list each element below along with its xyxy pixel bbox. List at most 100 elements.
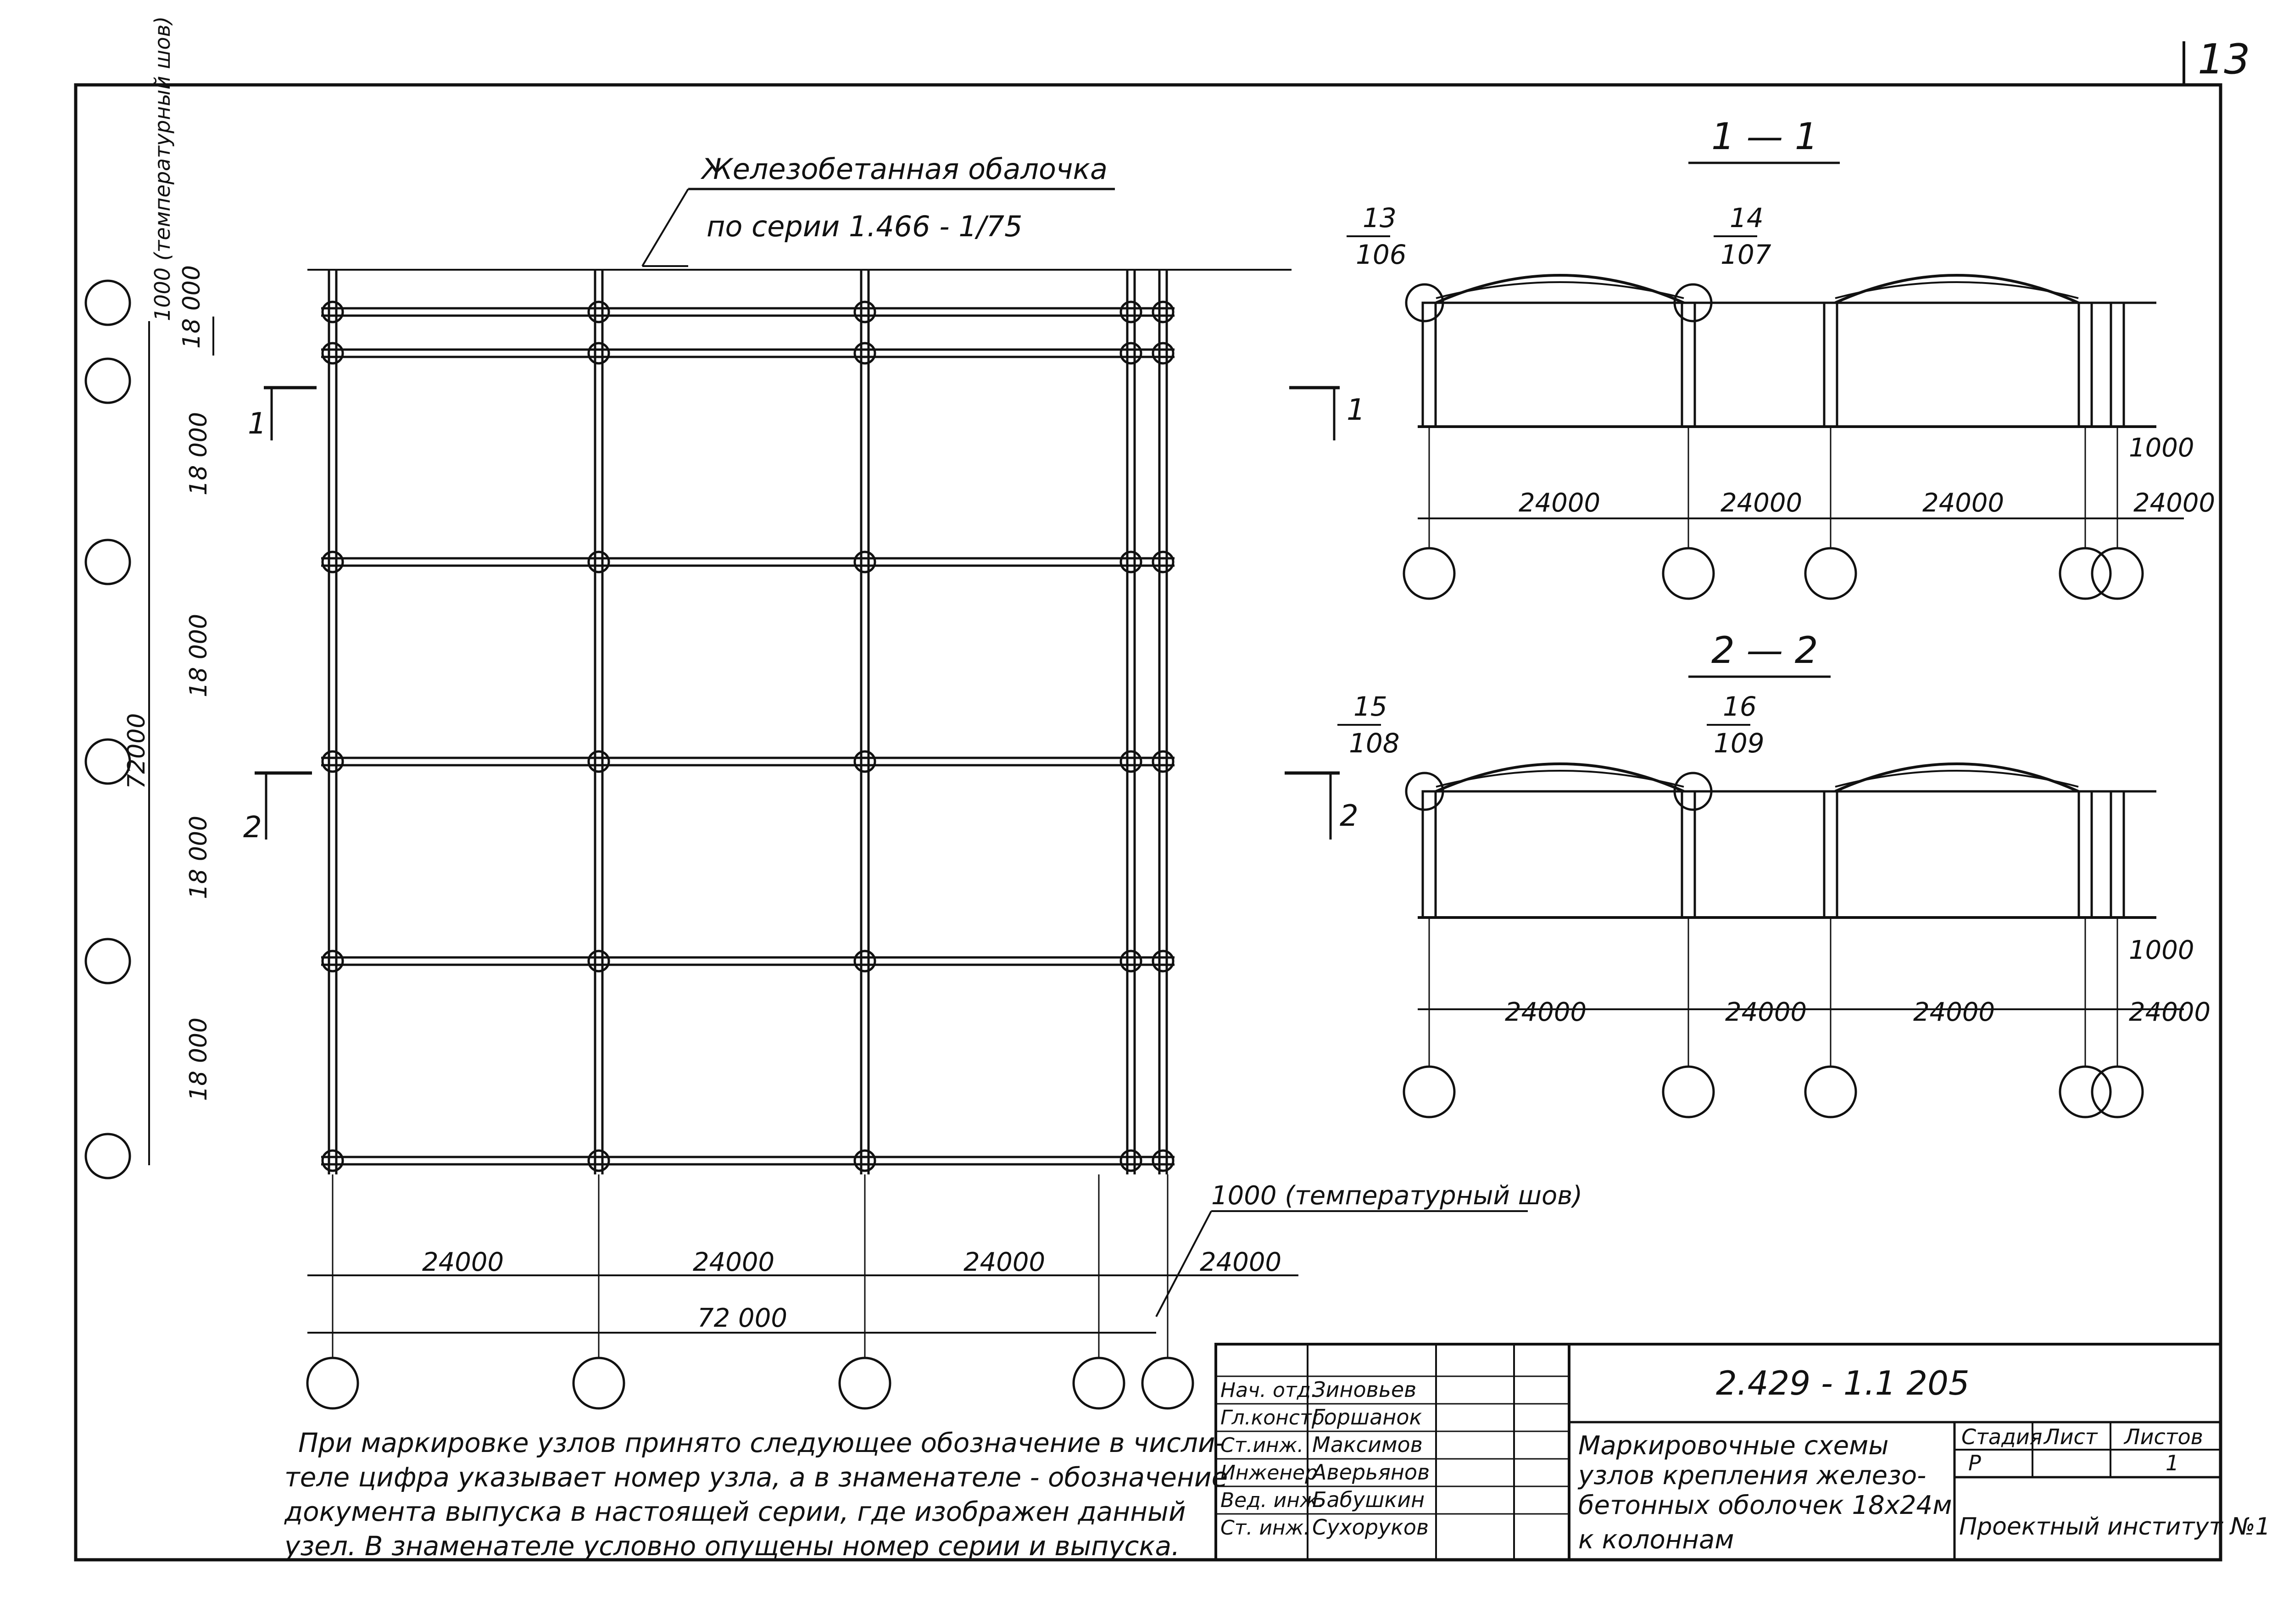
shell-arch (1835, 281, 2079, 299)
plan-node (1119, 950, 1142, 973)
section-1-seam: 1000 (2129, 433, 2194, 463)
plan-node (587, 342, 610, 365)
plan-node (853, 1149, 876, 1172)
section-1-dim-3: 24000 (2133, 488, 2215, 518)
description-line-0: Маркировочные схемы (1578, 1431, 1888, 1461)
node-callout (1673, 283, 1713, 323)
plan-node (1152, 342, 1175, 365)
staff-role: Вед. инж. (1220, 1489, 1325, 1512)
staff-role: Инженер (1220, 1461, 1318, 1485)
section-1-dim-2: 24000 (1922, 488, 2004, 518)
plan-dim-vert-total: 72000 (123, 713, 150, 789)
plan-dim-vert-0: 18 000 (185, 412, 212, 495)
section-2-2: 2 — 2 15 108 16 109 24000 24000 24000 24… (1337, 629, 2210, 1118)
section-2-node-b-doc: 109 (1714, 728, 1765, 759)
plan-axis-bubble (306, 1357, 359, 1410)
plan-node (321, 950, 344, 973)
plan-node (1152, 551, 1175, 573)
axis-bubble (2059, 547, 2112, 600)
section-1-node-a-num: 13 (1363, 202, 1397, 234)
section-2-node-b-num: 16 (1723, 691, 1757, 722)
shell-arch (1435, 762, 1685, 793)
plan-axis-bubble (84, 539, 131, 585)
plan-node (1152, 950, 1175, 973)
plan-axis-bubble (84, 1133, 131, 1179)
axis-bubble (1403, 547, 1456, 600)
axis-bubble (2091, 547, 2144, 600)
plan-left-axes (84, 279, 131, 1179)
shell-arch (1436, 281, 1684, 299)
plan-node (321, 342, 344, 365)
title-block: Нач. отд.ЗиновьевГл.констр.ГоршанокСт.ин… (1214, 1343, 2271, 1561)
section-2-title: 2 — 2 (1711, 629, 1818, 672)
section-1-1: 1 — 1 13 106 14 107 24000 24000 24000 24… (1347, 115, 2215, 600)
staff-role: Ст. инж. (1220, 1516, 1310, 1540)
staff-name: Аверьянов (1311, 1460, 1430, 1485)
plan-node (1119, 750, 1142, 773)
plan-node (853, 950, 876, 973)
axis-bubble (2059, 1065, 2112, 1118)
plan-axis-bubble (84, 357, 131, 404)
svg-text:1: 1 (248, 407, 267, 441)
plan-node (587, 1149, 610, 1172)
plan-dim-vert-top: 18 000 (178, 265, 206, 349)
staff-role: Ст.инж. (1220, 1434, 1303, 1457)
axis-bubble (1662, 547, 1715, 600)
axis-bubble (2091, 1065, 2144, 1118)
staff-name: Максимов (1312, 1432, 1423, 1457)
plan-node (853, 300, 876, 323)
staff-name: Зиновьев (1312, 1377, 1416, 1402)
section-cut-2-left: 2 (243, 771, 312, 845)
plan-title-line1: Железобетанная обалочка (700, 152, 1108, 186)
plan-nodes (321, 300, 1175, 1172)
plan-dim-vert-1: 18 000 (185, 614, 212, 697)
axis-bubble (1804, 1065, 1857, 1118)
plan-node (321, 551, 344, 573)
sheets-value: 1 (2166, 1451, 2179, 1475)
staff-role: Гл.констр. (1220, 1406, 1331, 1429)
plan-node (587, 750, 610, 773)
staff-role: Нач. отд. (1220, 1379, 1317, 1402)
plan-axis-bubble (1072, 1357, 1125, 1410)
plan-node (321, 1149, 344, 1172)
plan-node (587, 300, 610, 323)
plan-column-beams (328, 271, 1168, 1174)
plan-axis-bubble (1141, 1357, 1194, 1410)
drawing-code: 2.429 - 1.1 205 (1716, 1364, 1970, 1402)
plan-dim-horiz-seam-leader (1155, 1211, 1212, 1317)
section-2-seam: 1000 (2129, 935, 2194, 965)
plan-node (321, 750, 344, 773)
sheets-label: Листов (2123, 1424, 2203, 1449)
plan-node (1119, 300, 1142, 323)
column (1823, 790, 1838, 919)
plan-title-leader (641, 188, 689, 267)
section-1-node-a-doc: 106 (1356, 239, 1407, 270)
section-1-title: 1 — 1 (1711, 115, 1818, 158)
plan-node (1119, 1149, 1142, 1172)
section-2-node-a-doc: 108 (1349, 728, 1400, 759)
node-callout (1405, 283, 1444, 323)
marking-note: При маркировке узлов принято следующее о… (284, 1427, 1228, 1562)
axis-bubble (1403, 1065, 1456, 1118)
column (2077, 790, 2093, 919)
section-2-dim-0: 24000 (1505, 997, 1587, 1027)
plan-dim-horiz-1: 24000 (693, 1247, 774, 1277)
plan-dim-vert-seam: 1000 (температурный шов) (150, 16, 175, 321)
column (2077, 301, 2093, 428)
section-1-node-b-doc: 107 (1720, 239, 1771, 270)
plan-axis-bubble (838, 1357, 891, 1410)
plan-node (1152, 750, 1175, 773)
axis-bubble (1804, 547, 1857, 600)
staff-name: Бабушкин (1312, 1487, 1425, 1512)
sheet-label: Лист (2043, 1424, 2098, 1449)
note-line-0: При маркировке узлов принято следующее о… (298, 1427, 1225, 1458)
plan-axis-bubble (84, 279, 131, 326)
shell-arch (1436, 770, 1684, 788)
plan-node (1119, 342, 1142, 365)
plan-node (587, 551, 610, 573)
plan-node (321, 300, 344, 323)
drawing-frame (74, 83, 2222, 1562)
note-line-3: узел. В знаменателе условно опущены номе… (284, 1530, 1180, 1562)
